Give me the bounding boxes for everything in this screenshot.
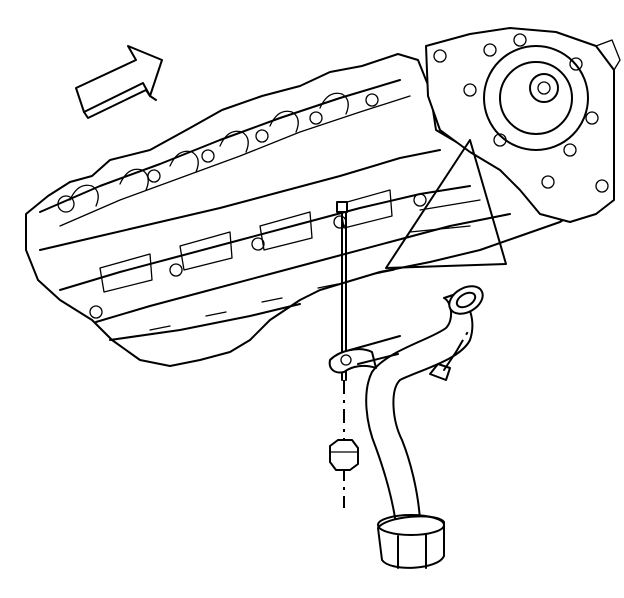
mounting-nut [329,439,359,471]
mounting-bolt [429,327,471,381]
water-pump-timing-cover [425,27,621,223]
oil-pump-screen [377,514,445,569]
o-ring-seal [448,285,484,315]
direction-arrow-icon [75,45,163,119]
oil-pump-pickup-tube [328,293,474,525]
detail-callout [385,139,507,269]
